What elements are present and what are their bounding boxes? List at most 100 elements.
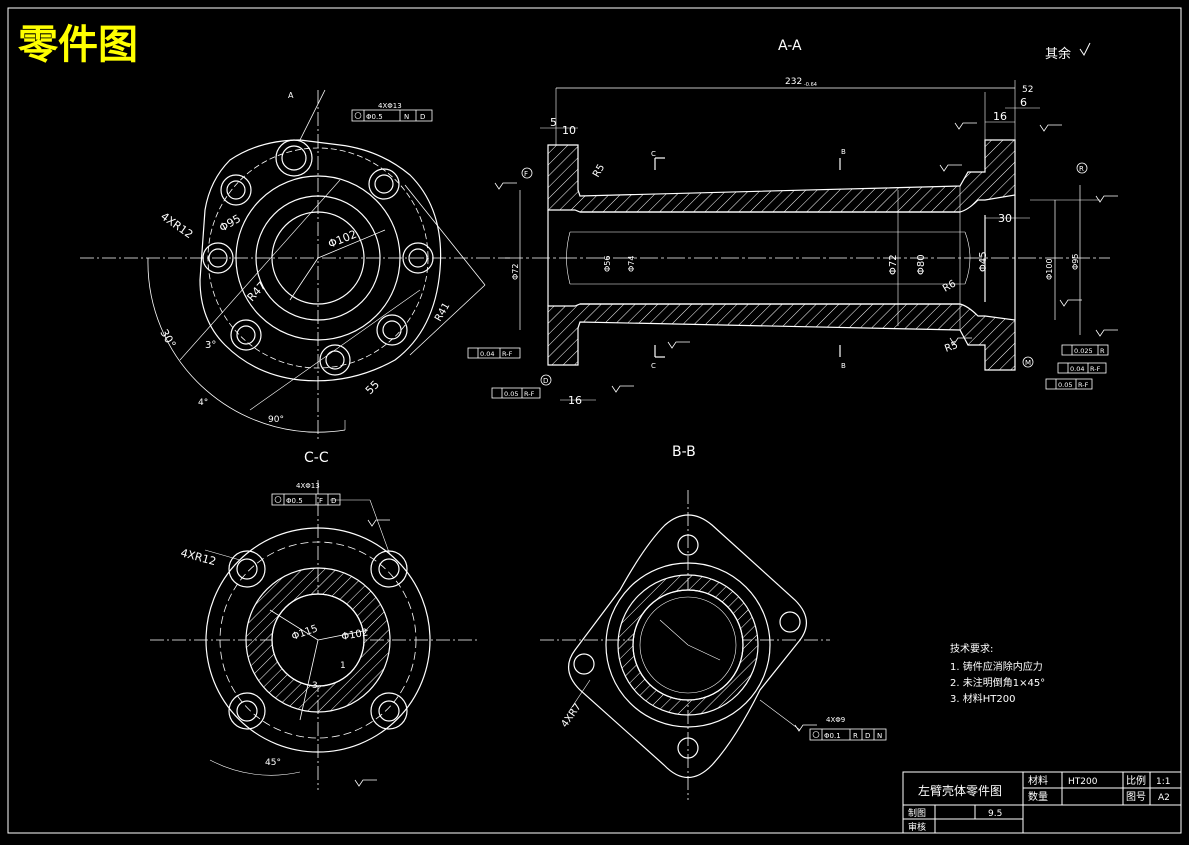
svg-text:0.05: 0.05	[1058, 381, 1072, 389]
svg-text:M: M	[1025, 359, 1031, 367]
dim-16-top: 16	[993, 110, 1007, 123]
bore-cc	[271, 211, 365, 305]
dim-w10: 10	[562, 124, 576, 137]
dim-right-len: 52	[1022, 85, 1033, 95]
title-part-name: 左臂壳体零件图	[918, 783, 1002, 798]
bolt-circle-cc	[207, 147, 429, 369]
title-drawing-no-value: A2	[1158, 793, 1170, 803]
tech-requirements: 技术要求: 1. 铸件应消除内应力 2. 未注明倒角1×45° 3. 材料HT2…	[950, 642, 1045, 705]
dim-d74: Φ74	[627, 256, 636, 272]
title-drawing-no-label: 图号	[1126, 791, 1146, 803]
view-label-bb: B-B	[672, 444, 696, 460]
datum-f: F	[521, 167, 533, 179]
dim-d102-bl: Φ102	[341, 627, 369, 643]
dim-r6: R6	[941, 278, 958, 294]
flange-outer-bl	[205, 527, 431, 753]
section-mark-c-top: C	[651, 150, 656, 158]
dim-w6: 6	[1020, 96, 1027, 109]
tech-item: 2. 未注明倒角1×45°	[950, 676, 1045, 689]
dim-d95-cc: Φ95	[217, 212, 243, 235]
flange-outline-br	[568, 514, 807, 779]
holes-cc	[202, 139, 434, 376]
svg-text:Φ0.5: Φ0.5	[286, 497, 303, 505]
dim-w5: 5	[550, 116, 557, 129]
dim-r5-top: R5	[591, 162, 607, 179]
dim-16-bottom: 16	[568, 394, 582, 407]
wall-upper-hatch	[547, 139, 1016, 213]
tolerance-frame-0025: 0.025 R	[1061, 344, 1109, 356]
svg-text:0.04: 0.04	[1070, 365, 1084, 373]
svg-text:N: N	[404, 113, 409, 121]
dim-d45: Φ45	[978, 251, 989, 272]
dim-3deg-cc: 3°	[205, 340, 216, 351]
outer-circle-br	[605, 562, 771, 728]
dim-30deg-cc: 30°	[157, 327, 178, 350]
ring-mid-cc	[255, 195, 381, 321]
title-check-label: 审核	[908, 821, 926, 833]
svg-text:D: D	[865, 732, 870, 740]
title-scale-label: 比例	[1126, 774, 1146, 787]
tolerance-frame-004-left: 0.04 R-F	[467, 347, 521, 359]
bolt-circle-bl	[219, 541, 417, 739]
roughness-icon	[1079, 42, 1091, 56]
svg-text:R-F: R-F	[1078, 381, 1089, 389]
svg-text:0.05: 0.05	[504, 390, 518, 398]
view-label-aa: A-A	[778, 38, 802, 54]
view-bottom-right	[540, 490, 830, 800]
svg-text:D: D	[331, 497, 336, 505]
svg-text:4XΦ13: 4XΦ13	[296, 482, 320, 490]
ring-outer-cc	[235, 175, 401, 341]
title-scale-value: 1:1	[1156, 777, 1170, 787]
title-drawn-label: 制图	[908, 807, 926, 819]
svg-text:D: D	[420, 113, 425, 121]
dim-30: 30	[998, 212, 1012, 225]
dim-d72: Φ72	[888, 254, 899, 275]
dim-55-cc: 55	[363, 378, 382, 397]
big-title: 零件图	[18, 22, 138, 68]
flange-outline-cc	[199, 139, 442, 382]
svg-text:0.04: 0.04	[480, 350, 494, 358]
dim-4deg-cc: 4°	[198, 398, 208, 408]
holes-br	[573, 534, 801, 759]
dim-d95: Φ95	[1071, 254, 1080, 270]
svg-text:R: R	[853, 732, 858, 740]
dim-d72-flange: Φ72	[511, 264, 520, 280]
title-material-value: HT200	[1068, 777, 1098, 787]
dim-3-bl: 3	[312, 681, 318, 691]
wall-lower-hatch	[547, 303, 1016, 371]
dim-d56: Φ56	[603, 256, 612, 272]
title-material-label: 材料	[1028, 774, 1048, 787]
position-tolerance-br: 4XΦ9 Φ0.1 R D N	[809, 716, 887, 741]
dim-overall-length: 232	[785, 77, 802, 87]
dim-45deg-bl: 45°	[265, 758, 281, 768]
svg-text:R-F: R-F	[1090, 365, 1101, 373]
surface-note: 其余	[1045, 46, 1071, 62]
svg-text:F: F	[319, 497, 323, 505]
datum-m: M	[1022, 356, 1034, 368]
svg-text:0.025: 0.025	[1074, 347, 1093, 355]
datum-r: R	[1076, 162, 1088, 174]
title-block	[902, 771, 1182, 834]
dim-r5-bottom: R5	[943, 340, 959, 355]
title-quantity-label: 数量	[1028, 790, 1048, 803]
svg-text:R: R	[1100, 347, 1105, 355]
view-cc	[80, 89, 510, 440]
svg-text:Φ0.5: Φ0.5	[366, 113, 383, 121]
svg-text:4XΦ9: 4XΦ9	[826, 716, 845, 724]
dim-overall-tol: -0.64	[804, 82, 817, 88]
roughness-symbols	[354, 122, 1118, 787]
position-tolerance-cc: 4XΦ13 Φ0.5 N D	[351, 102, 433, 122]
svg-text:R-F: R-F	[524, 390, 535, 398]
view-label-cc: C-C	[304, 450, 329, 466]
svg-text:R: R	[1079, 165, 1084, 173]
dim-r12-cc: 4XR12	[158, 210, 195, 241]
section-mark-b-bottom: B	[841, 362, 846, 370]
dim-r12-bl: 4XR12	[179, 546, 217, 568]
tech-heading: 技术要求:	[950, 642, 993, 655]
dim-d100: Φ100	[1045, 258, 1054, 280]
svg-text:N: N	[877, 732, 882, 740]
sheet-border	[7, 7, 1182, 834]
position-tolerance-bl: 4XΦ13 Φ0.5 F D	[271, 482, 341, 506]
